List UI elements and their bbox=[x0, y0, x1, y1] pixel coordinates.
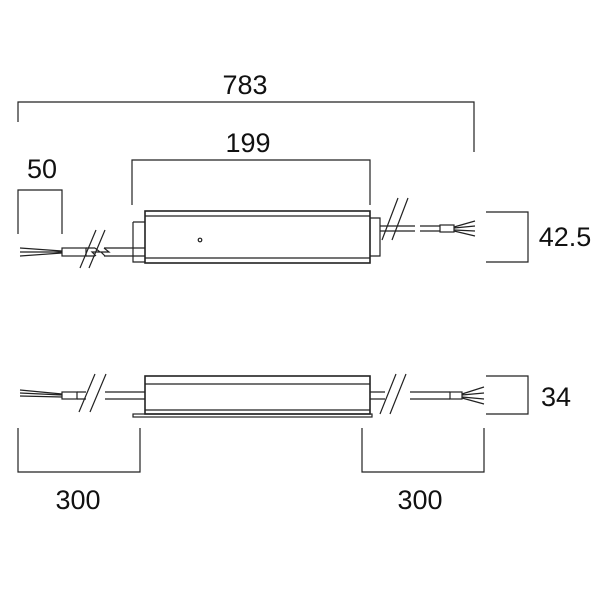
dimension-body: 199 bbox=[131, 128, 371, 205]
dimension-strip: 50 bbox=[17, 154, 63, 234]
driver-top-view bbox=[19, 197, 476, 269]
dim-width-label: 42.5 bbox=[539, 222, 592, 252]
dimension-overall: 783 bbox=[17, 70, 475, 152]
dimension-width: 42.5 bbox=[486, 211, 592, 263]
dim-overall-label: 783 bbox=[222, 70, 267, 100]
dimension-height: 34 bbox=[486, 375, 571, 415]
dim-strip-label: 50 bbox=[27, 154, 57, 184]
dim-height-label: 34 bbox=[541, 382, 571, 412]
driver-side-view bbox=[19, 373, 485, 418]
dim-body-label: 199 bbox=[225, 128, 270, 158]
dim-cable-left-label: 300 bbox=[55, 485, 100, 515]
dim-cable-right-label: 300 bbox=[397, 485, 442, 515]
dimension-cable-right: 300 bbox=[361, 428, 485, 515]
dimension-cable-left: 300 bbox=[17, 428, 141, 515]
